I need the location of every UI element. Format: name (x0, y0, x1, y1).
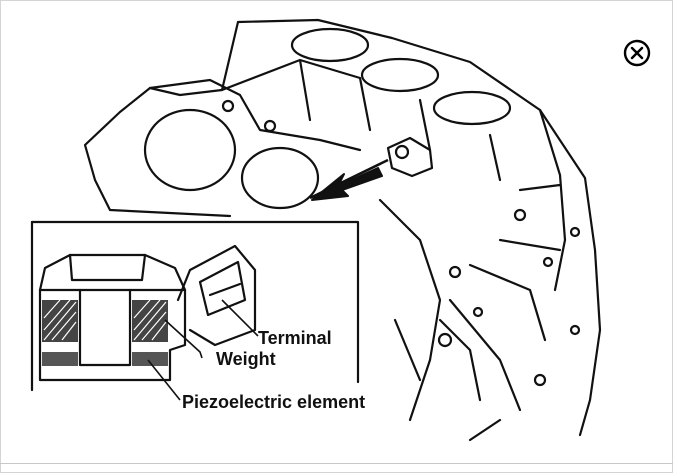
sensor-bolt (78, 288, 132, 367)
cylinder-bore (143, 108, 237, 192)
terminal-label: Terminal (258, 328, 332, 348)
sensor-terminal-housing (176, 244, 257, 347)
terminal-leader (221, 299, 259, 337)
block-lower-detail (378, 198, 502, 442)
close-circle-x-icon (623, 39, 651, 67)
weight-label: Weight (216, 349, 276, 369)
inset-frame (30, 220, 360, 384)
sensor-nut (38, 253, 187, 292)
cylinder-bore (240, 146, 320, 210)
cylinder-bore (360, 57, 440, 93)
cylinder-bore (290, 27, 370, 63)
piezo-leader (147, 359, 181, 401)
bottom-divider (0, 463, 673, 464)
block-left-face (148, 78, 362, 152)
block-right-side (448, 108, 567, 412)
piezoelectric-element-label: Piezoelectric element (182, 392, 366, 412)
cylinder-bore (432, 90, 512, 126)
block-deck-face (220, 58, 502, 182)
weight-leader (164, 319, 203, 359)
engine-block-outline (83, 18, 602, 437)
sensor-on-block (386, 136, 434, 178)
pointer-arrow (311, 167, 383, 201)
close-button[interactable] (620, 36, 654, 70)
